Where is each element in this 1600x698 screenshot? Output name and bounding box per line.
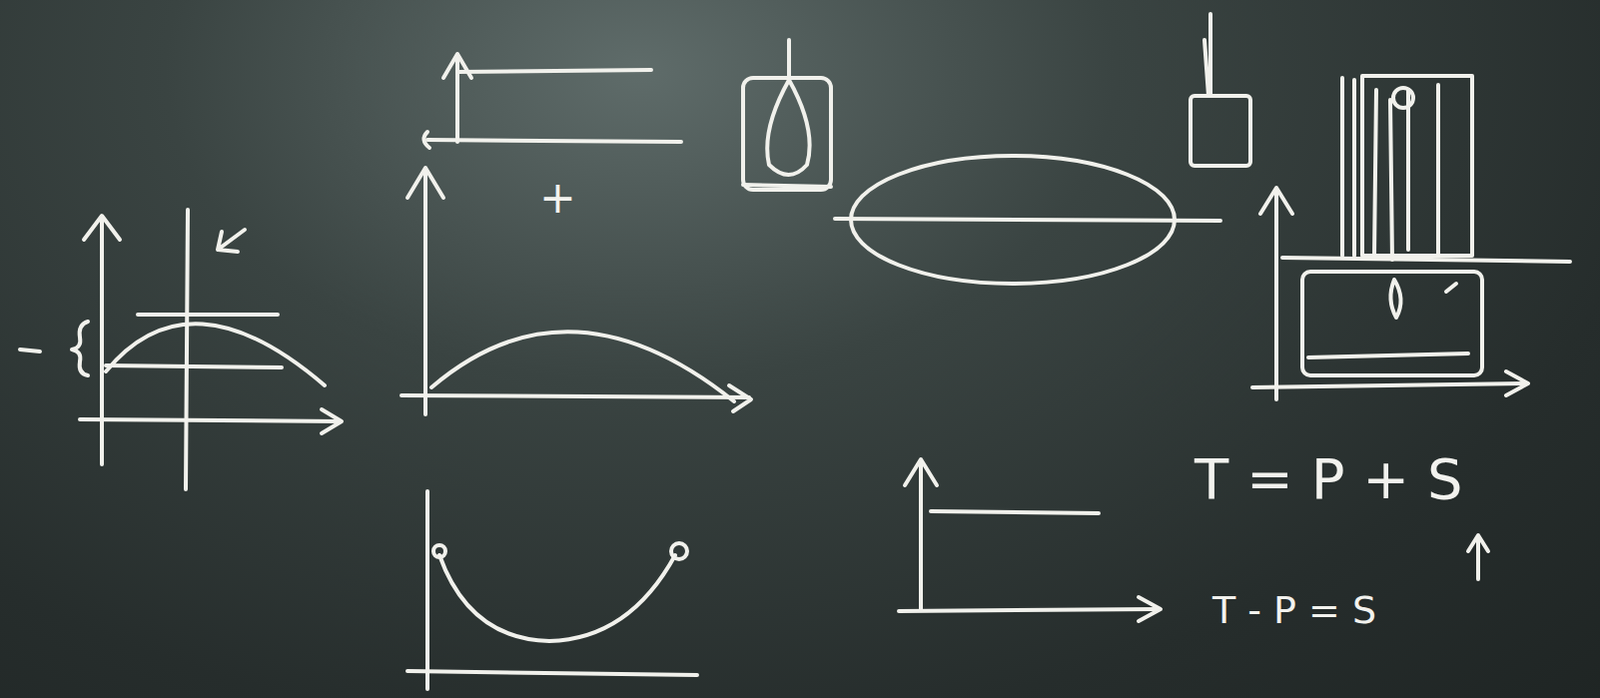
hump-sketch xyxy=(401,53,752,415)
chalk-label: T = P + S xyxy=(1194,451,1464,508)
curve-sketch xyxy=(19,209,342,490)
piston-sketch xyxy=(1190,13,1251,166)
well-sketch xyxy=(407,491,698,690)
chalk-label: T - P = S xyxy=(1212,591,1377,630)
ellipse-sketch xyxy=(834,155,1221,284)
pointer-arrow xyxy=(1468,535,1489,580)
column-sketch xyxy=(1252,75,1571,400)
level-sketch xyxy=(898,459,1161,622)
container-sketch xyxy=(743,39,831,190)
chalk-label: + xyxy=(539,175,577,220)
